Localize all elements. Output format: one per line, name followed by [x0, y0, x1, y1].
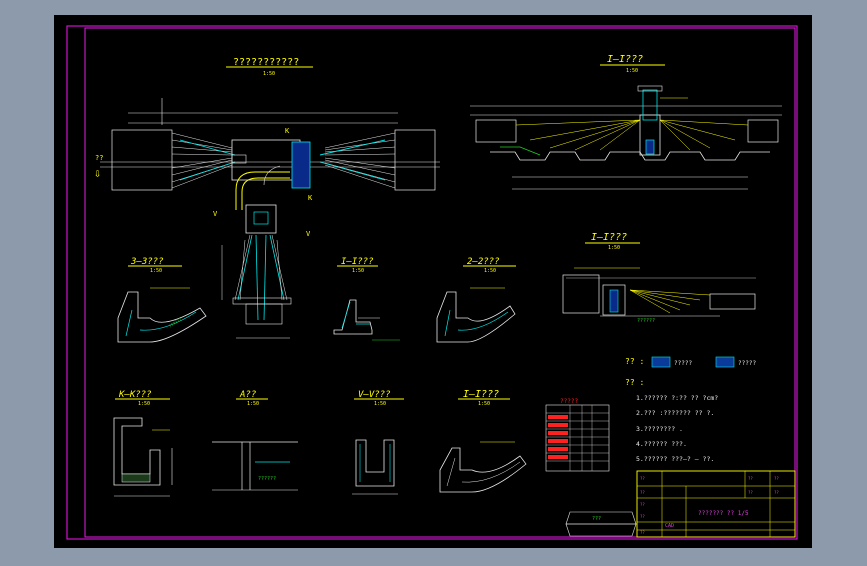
section-v-v-title: V—V??? — [358, 390, 391, 400]
section-2-2-scale: 1:50 — [484, 268, 496, 274]
svg-text:??: ?? — [640, 514, 645, 519]
note-4: 4.?????? ???. — [636, 440, 687, 448]
svg-text:??: ?? — [640, 476, 645, 481]
section-1-1-view: I—I??? 1:50 — [470, 54, 782, 190]
notes-title: ?? : — [625, 378, 644, 387]
svg-text:???: ??? — [592, 516, 601, 522]
section-i-i-scale: 1:50 — [352, 268, 364, 274]
section-2-2-title: 2—2??? — [467, 257, 500, 267]
quantity-table: ????? — [545, 398, 610, 472]
note-1: 1.?????? ?:?? ?? ?cm? — [636, 394, 718, 402]
title-block-code: CAD — [665, 523, 674, 529]
flow-arrow-icon: ⇩ — [94, 166, 101, 180]
section-3-3-view: 3—3??? 1:50 ?????? — [117, 257, 207, 343]
svg-text:??: ?? — [640, 530, 645, 535]
section-3-3-scale: 1:50 — [150, 268, 162, 274]
flow-label: ?? — [95, 154, 103, 162]
legend-item-1: ????? — [674, 360, 692, 367]
table-title: ????? — [560, 398, 578, 405]
svg-text:??: ?? — [774, 476, 779, 481]
notes-block: ?? : 1.?????? ?:?? ?? ?cm? 2.??? :??????… — [625, 378, 718, 463]
plan-title: ??????????? — [233, 57, 299, 68]
note-2: 2.??? :??????? ?? ?. — [636, 409, 714, 417]
section-1-1c-view: I—I??? 1:50 — [439, 389, 527, 493]
legend-block: ?? : ????? ????? — [625, 356, 756, 368]
detail-a-scale: 1:50 — [247, 401, 259, 407]
legend-swatch-1 — [651, 356, 671, 368]
section-3-3-title: 3—3??? — [130, 257, 164, 267]
svg-text:??: ?? — [774, 490, 779, 495]
section-k-k-scale: 1:50 — [138, 401, 150, 407]
detail-a-title: A?? — [239, 390, 256, 400]
title-block: ??????? ?? 1/5 CAD ?????? ?????? ?????? — [636, 470, 796, 538]
section-k-k-view: K—K??? 1:50 — [113, 390, 173, 497]
section-1-1b-view: I—I??? 1:50 ?????? — [562, 232, 756, 324]
section-1-1c-title: I—I??? — [463, 389, 499, 400]
section-1-1b-title: I—I??? — [591, 232, 627, 243]
note-5: 5.?????? ???—? — ??. — [636, 455, 714, 463]
svg-text:??: ?? — [640, 502, 645, 507]
canvas-background — [54, 15, 812, 548]
stamp-block: ??? — [565, 511, 637, 537]
section-2-2-view: 2—2??? 1:50 — [436, 257, 516, 343]
plan-view: ??????????? 1:50 ?? ⇩ — [94, 57, 440, 339]
section-1-1b-scale: 1:50 — [608, 245, 620, 251]
section-k-k-title: K—K??? — [118, 390, 152, 400]
svg-text:??????: ?????? — [637, 318, 655, 324]
detail-a-view: A?? 1:50 ?????? — [212, 390, 298, 491]
note-3: 3.???????? . — [636, 425, 683, 433]
section-1-1-scale: 1:50 — [626, 68, 638, 74]
svg-text:K: K — [285, 127, 290, 135]
section-i-i-title: I—I??? — [341, 257, 374, 267]
legend-title: ?? : — [625, 357, 644, 366]
svg-text:??????: ?????? — [258, 476, 276, 482]
drawing-frame-outer — [66, 25, 798, 540]
section-i-i-view: I—I??? 1:50 — [333, 257, 400, 341]
title-block-name: ??????? ?? 1/5 — [698, 510, 749, 517]
svg-text:??: ?? — [748, 490, 753, 495]
svg-text:K: K — [308, 194, 313, 202]
section-v-v-scale: 1:50 — [374, 401, 386, 407]
svg-text:V: V — [213, 210, 218, 218]
legend-item-2: ????? — [738, 360, 756, 367]
section-v-v-view: V—V??? 1:50 — [352, 390, 404, 495]
svg-text:V: V — [306, 230, 311, 238]
legend-swatch-2 — [715, 356, 735, 368]
drawing-frame-inner — [84, 27, 796, 538]
svg-text:??: ?? — [748, 476, 753, 481]
plan-scale: 1:50 — [263, 71, 275, 77]
svg-text:??: ?? — [640, 490, 645, 495]
section-1-1c-scale: 1:50 — [478, 401, 490, 407]
section-1-1-title: I—I??? — [607, 54, 643, 65]
